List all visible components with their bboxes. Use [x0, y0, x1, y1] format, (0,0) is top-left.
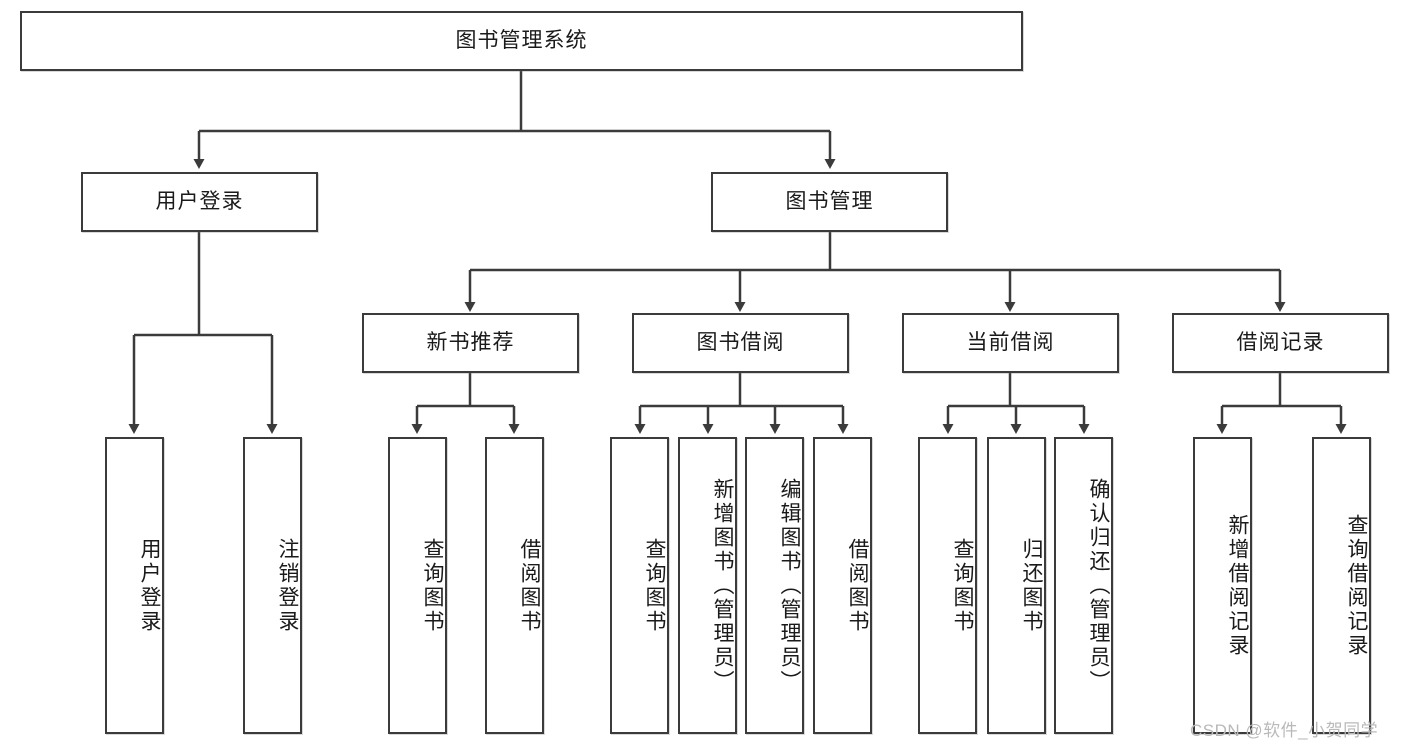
node-label: 查询图书: [951, 537, 974, 634]
node-label: 图书管理系统: [455, 29, 588, 53]
csdn-watermark: CSDN @软件_小贺同学: [1190, 721, 1379, 740]
node-label: 用户登录: [138, 537, 161, 634]
leaf-add-borrow-record[interactable]: 新增借阅记录: [1193, 437, 1252, 734]
node-label: 新增图书（管理员）: [711, 477, 734, 694]
node-label: 编辑图书（管理员）: [778, 477, 801, 694]
node-label: 借阅图书: [518, 537, 541, 634]
leaf-add-book-admin[interactable]: 新增图书（管理员）: [678, 437, 737, 734]
leaf-return-book[interactable]: 归还图书: [987, 437, 1046, 734]
node-book-management[interactable]: 图书管理: [711, 172, 948, 232]
node-book-borrow[interactable]: 图书借阅: [632, 313, 849, 373]
node-label: 借阅图书: [846, 537, 869, 634]
node-label: 当前借阅: [966, 331, 1055, 355]
node-label: 查询图书: [421, 537, 444, 634]
node-label: 归还图书: [1020, 537, 1043, 634]
node-label: 确认归还（管理员）: [1087, 477, 1110, 694]
node-user-login[interactable]: 用户登录: [81, 172, 318, 232]
node-label: 注销登录: [276, 537, 299, 634]
node-borrow-record[interactable]: 借阅记录: [1172, 313, 1389, 373]
node-label: 图书管理: [785, 190, 874, 214]
node-label: 借阅记录: [1236, 331, 1325, 355]
leaf-confirm-return-admin[interactable]: 确认归还（管理员）: [1054, 437, 1113, 734]
node-label: 查询图书: [643, 537, 666, 634]
node-label: 查询借阅记录: [1345, 513, 1368, 658]
node-label: 用户登录: [155, 190, 244, 214]
leaf-query-book-current[interactable]: 查询图书: [918, 437, 977, 734]
node-book-management-system[interactable]: 图书管理系统: [20, 11, 1023, 71]
node-new-book-recommend[interactable]: 新书推荐: [362, 313, 579, 373]
leaf-query-borrow-record[interactable]: 查询借阅记录: [1312, 437, 1371, 734]
leaf-borrow-book[interactable]: 借阅图书: [813, 437, 872, 734]
leaf-edit-book-admin[interactable]: 编辑图书（管理员）: [745, 437, 804, 734]
node-current-borrow[interactable]: 当前借阅: [902, 313, 1119, 373]
leaf-user-login[interactable]: 用户登录: [105, 437, 164, 734]
node-label: 图书借阅: [696, 331, 785, 355]
leaf-query-book-recommend[interactable]: 查询图书: [388, 437, 447, 734]
leaf-borrow-book-recommend[interactable]: 借阅图书: [485, 437, 544, 734]
node-label: 新增借阅记录: [1226, 513, 1249, 658]
leaf-query-book-borrow[interactable]: 查询图书: [610, 437, 669, 734]
node-label: 新书推荐: [426, 331, 515, 355]
leaf-logout[interactable]: 注销登录: [243, 437, 302, 734]
